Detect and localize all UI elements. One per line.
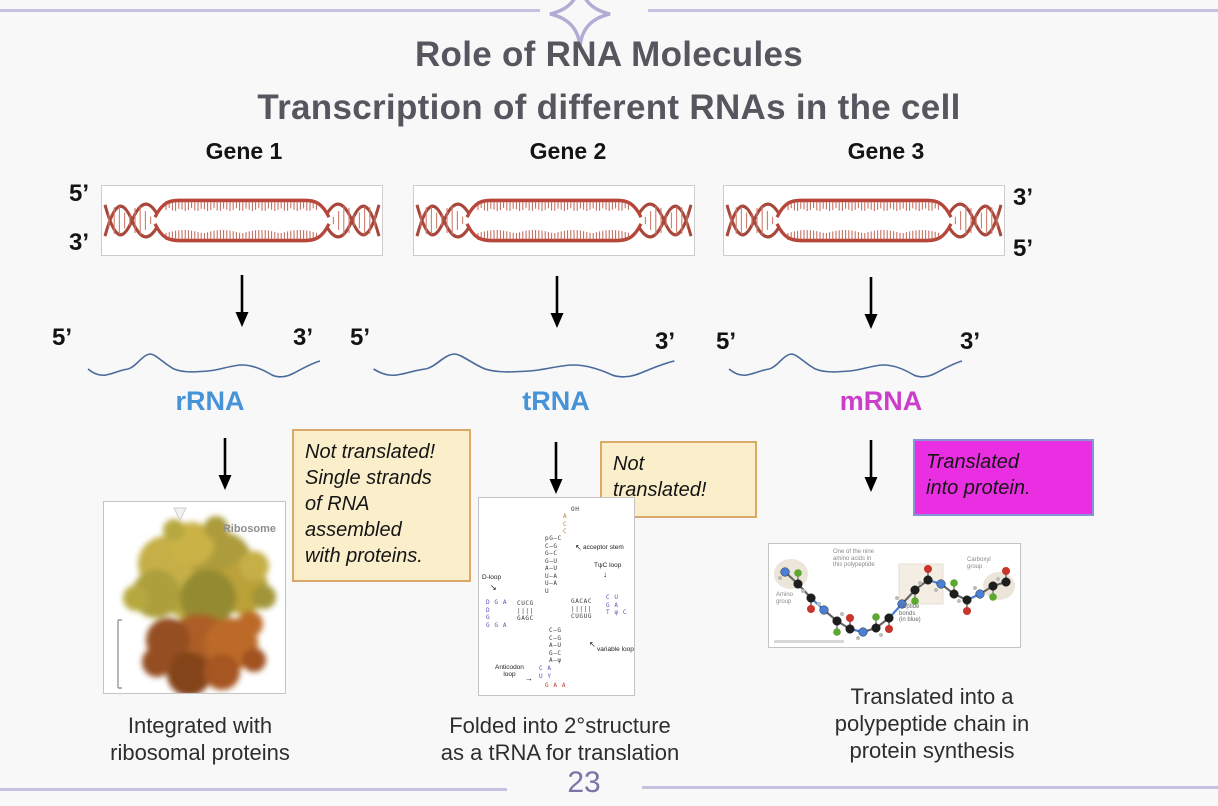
trna-variable-loop-arrow-icon: ↖ (589, 640, 596, 649)
trna-anticodon-arrow-icon: → (525, 674, 533, 683)
gene3-dna-image (723, 185, 1005, 256)
residue-label: One of the nine amino acids in this poly… (833, 549, 875, 568)
page-title: Role of RNA Molecules Transcription of d… (257, 35, 961, 127)
rrna-strand-image (86, 345, 322, 381)
rrna-3prime-label: 3’ (293, 324, 314, 351)
gene3-5prime-label: 5’ (1013, 235, 1034, 262)
mrna-note: Translated into protein. (913, 439, 1094, 516)
trna-variable-loop-label: variable loop (597, 646, 634, 653)
trna-anticodon-loop-label: Anticodon loop (495, 664, 524, 678)
trna-acceptor-stem-seq: pG—C C—G G—C G—U A—U U—A U—A U (545, 535, 562, 595)
gene1-3prime-label: 3’ (69, 229, 90, 256)
amino-group-label: Amino group (776, 592, 794, 605)
ribosome-image-label: Ribosome (222, 523, 276, 535)
trna-5prime-label: 5’ (350, 324, 371, 351)
gene3-label: Gene 3 (847, 138, 925, 164)
trna-fate-arrow (548, 441, 564, 495)
rrna-caption: Integrated with ribosomal proteins (110, 713, 290, 765)
trna-tpsic-loop-label: TψC loop (594, 562, 622, 569)
top-divider-left (0, 9, 540, 12)
mrna-5prime-label: 5’ (716, 328, 737, 355)
mrna-fate-arrow (863, 439, 879, 493)
trna-anticodon-stem-seq: C—G C—G A—U G—C A—ψ (549, 627, 562, 664)
gene1-dna-image (101, 185, 383, 256)
gene1-5prime-label: 5’ (69, 180, 90, 207)
trna-caption: Folded into 2°structure as a tRNA for tr… (440, 713, 680, 765)
peptide-bonds-label: Peptide bonds (in blue) (899, 604, 921, 623)
bottom-divider-right (642, 786, 1218, 789)
trna-d-loop-label: D-loop (482, 574, 502, 581)
trna-acceptor-arrow-icon: ↖ (575, 543, 582, 552)
mrna-strand-image (727, 345, 964, 381)
ribosome-structure-art (104, 502, 285, 693)
carboxyl-group-label: Carboxyl group (967, 557, 991, 570)
polypeptide-image: Amino group One of the nine amino acids … (768, 543, 1021, 648)
bottom-divider-left (0, 788, 507, 791)
image-credit-smudge (774, 640, 844, 643)
gene2-dna-image (413, 185, 695, 256)
mrna-caption: Translated into a polypeptide chain in p… (834, 684, 1030, 763)
mrna-3prime-label: 3’ (960, 328, 981, 355)
polypeptide-chain-art (769, 544, 1020, 647)
transcription-arrow-gene1 (234, 274, 250, 328)
rrna-note: Not translated! Single strands of RNA as… (292, 429, 471, 582)
rrna-fate-arrow (217, 437, 233, 491)
gene2-label: Gene 2 (529, 138, 607, 164)
top-divider-right (648, 9, 1218, 12)
trna-anticodon-seq: G A A (545, 682, 567, 689)
gene1-label: Gene 1 (205, 138, 283, 164)
trna-strand-image (371, 345, 677, 381)
sparkle-star-icon (546, 0, 614, 48)
ribosome-image: Ribosome (103, 501, 286, 694)
trna-acceptor-stem-label: acceptor stem (583, 544, 624, 551)
trna-d-loop-seq: D G A D G G G A (486, 599, 508, 629)
trna-structure-image: OH A C C pG—C C—G G—C G—U A—U U—A U—A U … (478, 497, 635, 696)
gene3-3prime-label: 3’ (1013, 184, 1034, 211)
trna-oh-label: OH (571, 506, 580, 513)
trna-tpsic-loop-seq: C U G A T ψ C (606, 594, 628, 616)
rrna-name: rRNA (175, 386, 245, 416)
trna-anticodon-mid-seq: C A U Y (539, 665, 552, 680)
trna-3prime-label: 3’ (655, 328, 676, 355)
trna-name: tRNA (522, 386, 590, 416)
trna-left-arm-seq: CUCG |||| GAGC (517, 600, 534, 622)
trna-tpsic-arrow-icon: ↓ (603, 570, 607, 579)
trna-right-arm-seq: GACAC ||||| CUGUG (571, 598, 593, 620)
trna-d-loop-arrow-icon: ↘ (490, 583, 497, 592)
trna-acceptor-top: A C C (563, 513, 568, 535)
transcription-arrow-gene3 (863, 276, 879, 330)
mrna-name: mRNA (839, 386, 923, 416)
page-number: 23 (567, 766, 601, 799)
rrna-5prime-label: 5’ (52, 324, 73, 351)
transcription-arrow-gene2 (549, 275, 565, 329)
